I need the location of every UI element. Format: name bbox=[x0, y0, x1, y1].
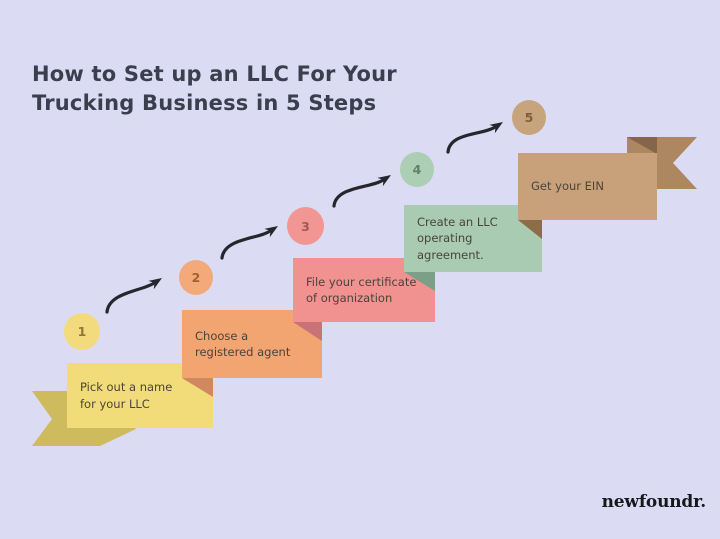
step-label-4: Create an LLC operating agreement. bbox=[417, 215, 498, 262]
step-number-3: 3 bbox=[301, 218, 310, 234]
step-number-2: 2 bbox=[191, 270, 201, 285]
page-title: How to Set up an LLC For Your Trucking B… bbox=[32, 60, 397, 118]
arrow-curve bbox=[332, 178, 385, 208]
step-label-3: File your certificate of organization bbox=[306, 274, 417, 305]
step-label-2: Choose a registered agent bbox=[195, 328, 291, 359]
ribbon-fold-2 bbox=[182, 378, 213, 397]
arrow-curve bbox=[220, 229, 272, 260]
brand-logo-dot: . bbox=[700, 492, 706, 512]
page-title-line1: How to Set up an LLC For Your bbox=[32, 62, 397, 87]
arrow-2-to-3-icon bbox=[220, 226, 278, 260]
step-number-badge-2: 2 bbox=[179, 260, 213, 295]
arrow-head bbox=[264, 226, 278, 238]
step-block-3: File your certificate of organization bbox=[293, 258, 435, 322]
ribbon-fold-4 bbox=[404, 272, 435, 291]
ribbon-fold-3 bbox=[293, 322, 322, 341]
brand-logo: newfoundr. bbox=[601, 492, 707, 512]
step-number-badge-1: 1 bbox=[64, 313, 100, 350]
arrow-curve bbox=[105, 281, 156, 314]
arrow-curve bbox=[446, 125, 497, 154]
ribbon-fold-5 bbox=[518, 220, 542, 239]
arrow-head bbox=[489, 122, 503, 134]
step-number-1: 1 bbox=[77, 324, 87, 339]
arrow-1-to-2-icon bbox=[105, 278, 162, 314]
arrow-4-to-5-icon bbox=[446, 122, 503, 154]
brand-logo-text: newfoundr bbox=[601, 492, 701, 512]
arrow-3-to-4-icon bbox=[332, 175, 391, 208]
page-title-line2: Trucking Business in 5 Steps bbox=[32, 91, 377, 116]
step-number-badge-4: 4 bbox=[400, 152, 434, 187]
step-number-4: 4 bbox=[412, 162, 422, 177]
step-number-5: 5 bbox=[524, 110, 534, 125]
arrow-head bbox=[148, 278, 162, 290]
step-number-badge-5: 5 bbox=[512, 100, 546, 135]
step-block-5: Get your EIN bbox=[518, 153, 657, 220]
arrow-head bbox=[377, 175, 391, 187]
step-number-badge-3: 3 bbox=[287, 207, 324, 245]
ribbon-tail-right-fold bbox=[627, 137, 657, 154]
step-label-1: Pick out a name for your LLC bbox=[80, 380, 173, 411]
step-label-5: Get your EIN bbox=[531, 179, 604, 194]
